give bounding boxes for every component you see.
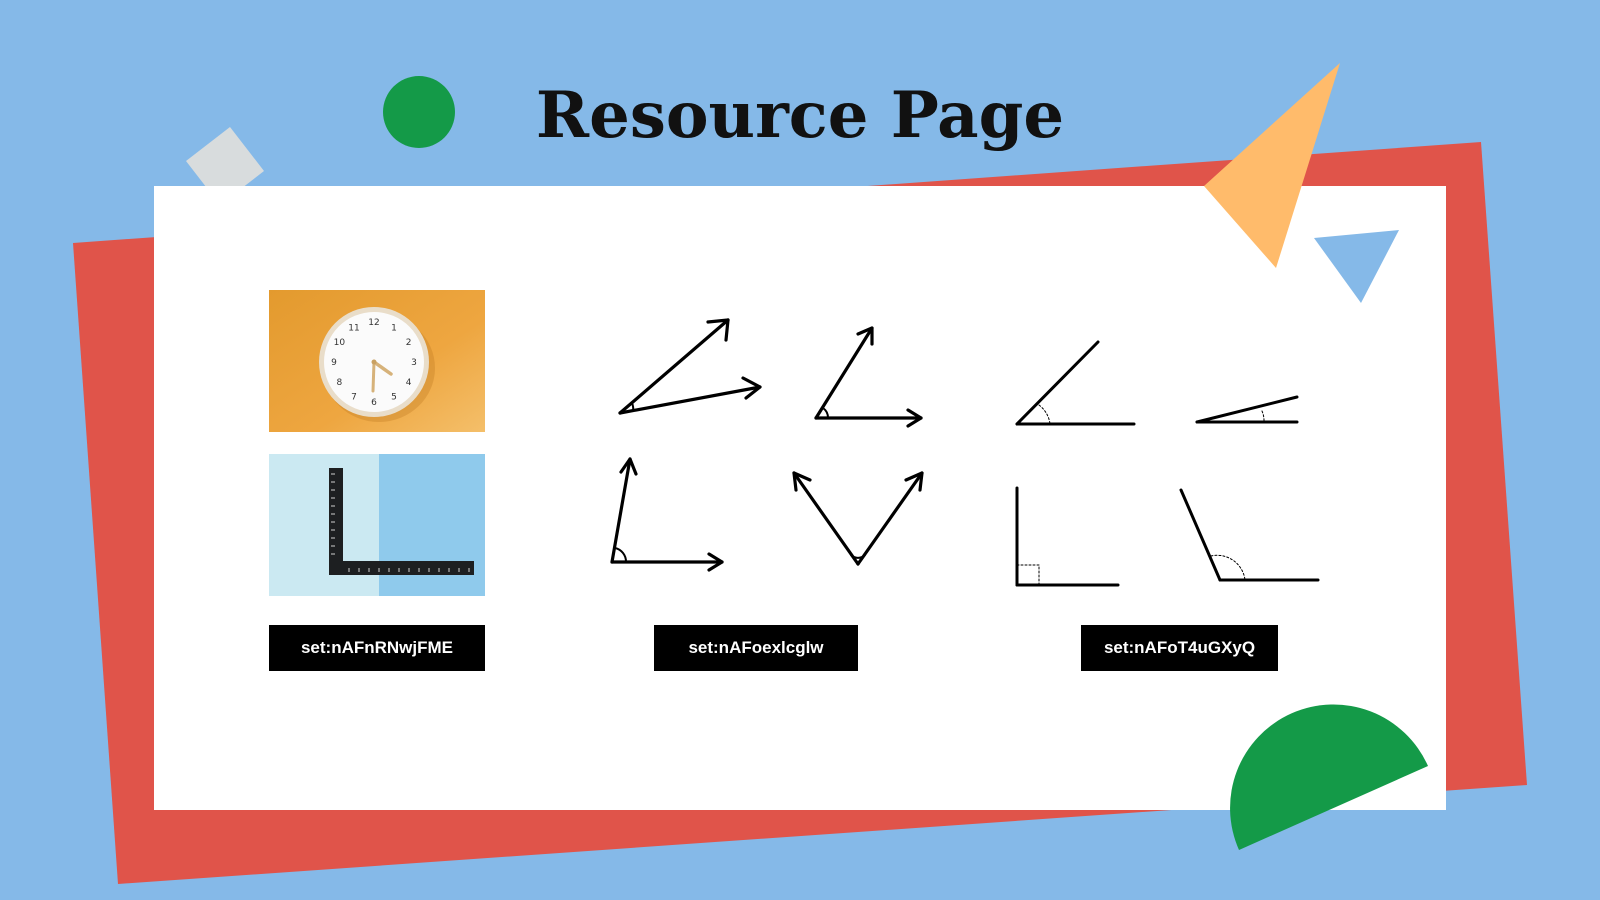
clock-number: 12	[368, 318, 379, 328]
green-circle	[383, 76, 455, 148]
clock-number: 5	[391, 393, 397, 403]
acute-angle-arrows-icon	[814, 326, 923, 428]
tag-button-1[interactable]: set:nAFnRNwjFME	[269, 625, 485, 671]
line-angles-group	[1015, 340, 1320, 587]
clock-number: 3	[411, 358, 417, 368]
clock-number: 2	[406, 338, 412, 348]
clock-number: 6	[371, 398, 377, 408]
ruler-photo	[269, 454, 485, 596]
page-title: Resource Page	[535, 78, 1065, 153]
clock-number: 1	[391, 323, 397, 333]
small-acute-angle-icon	[1195, 395, 1299, 424]
acute-angle-icon	[1015, 340, 1136, 426]
clock-number: 9	[331, 358, 337, 368]
acute-angle-arrows-icon	[618, 318, 762, 415]
clock-number: 10	[334, 338, 346, 348]
gray-square	[186, 127, 264, 205]
tag-button-3[interactable]: set:nAFoT4uGXyQ	[1081, 625, 1278, 671]
l-square-ruler-photo-icon	[269, 454, 485, 596]
right-angle-arrows-icon	[610, 457, 724, 572]
tag-button-2[interactable]: set:nAFoexlcglw	[654, 625, 858, 671]
obtuse-angle-icon	[1179, 488, 1320, 582]
right-angle-icon	[1015, 486, 1120, 587]
arrow-angles-group	[610, 318, 924, 572]
clock-number: 4	[406, 378, 412, 388]
obtuse-v-angle-arrows-icon	[792, 471, 924, 566]
clock-number: 8	[337, 378, 343, 388]
clock-number: 7	[351, 393, 357, 403]
clock-number: 11	[348, 323, 359, 333]
